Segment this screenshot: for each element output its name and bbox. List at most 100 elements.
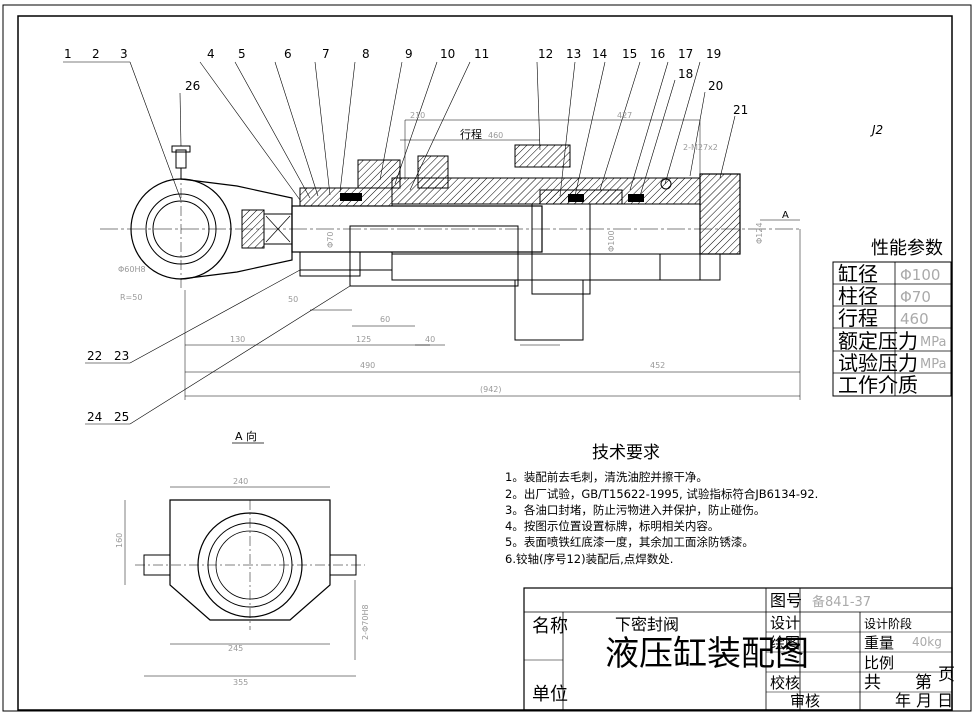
stroke-value: 460 <box>488 131 503 140</box>
dim-125: 125 <box>356 335 371 344</box>
perf-row-label: 工作介质 <box>838 373 918 397</box>
part-number: 19 <box>706 47 721 61</box>
part-number: 23 <box>114 349 129 363</box>
design-label: 设计 <box>770 614 800 632</box>
dim-942: (942) <box>480 385 502 394</box>
a-dim-245: 245 <box>228 644 243 653</box>
part-number: 18 <box>678 67 693 81</box>
part-number: 4 <box>207 47 215 61</box>
title-block: 名称 单位 下密封阀 液压缸装配图 图号 备841-37 设计 绘图 校核 审核… <box>523 587 955 711</box>
phi-mid-dim: Φ100 <box>607 230 616 252</box>
drawing-no: 备841-37 <box>812 594 871 610</box>
part-number: 14 <box>592 47 607 61</box>
tech-line: 2。出厂试验，GB/T15622-1995, 试验指标符合JB6134-92. <box>505 487 818 501</box>
perf-row-label: 柱径 <box>838 284 878 308</box>
eye-radius-dim: R=50 <box>120 293 142 302</box>
perf-row-label: 缸径 <box>838 262 878 286</box>
perf-row-value: Φ70 <box>900 288 931 306</box>
part-number: 10 <box>440 47 455 61</box>
dim-60: 60 <box>380 315 390 324</box>
leaders <box>63 61 736 425</box>
part-number: 1 <box>64 47 72 61</box>
tech-requirements: 技术要求 1。装配前去毛刺，清洗油腔并擦干净。 2。出厂试验，GB/T15622… <box>505 443 818 566</box>
performance-table: 性能参数 缸径 Φ100 柱径 Φ70 行程 460 额定压力 MPa 试验压力… <box>832 238 952 397</box>
phi-right-dim: Φ124 <box>755 222 764 244</box>
draw-label: 绘图 <box>770 634 800 652</box>
trunnion-block <box>514 144 571 168</box>
sheets-label: 共 <box>864 673 881 693</box>
part-number: 21 <box>733 103 748 117</box>
eye-hole-dim: Φ60H8 <box>118 265 146 274</box>
weight-label: 重量 <box>864 634 894 652</box>
part-number: 17 <box>678 47 693 61</box>
part-number: 25 <box>114 410 129 424</box>
tech-line: 3。各油口封堵，防止污物进入并保护，防止碰伤。 <box>505 503 765 517</box>
perf-row-label: 试验压力 <box>838 351 918 375</box>
stroke-label: 行程 <box>460 128 482 141</box>
drawing-title: 液压缸装配图 <box>605 634 809 674</box>
name-label: 名称 <box>532 616 568 637</box>
a-dim-355: 355 <box>233 678 248 687</box>
drawing-no-label: 图号 <box>770 591 802 610</box>
design-stage-label: 设计阶段 <box>864 616 912 631</box>
dimension-lines <box>184 119 801 400</box>
tech-line: 1。装配前去毛刺，清洗油腔并擦干净。 <box>505 470 708 484</box>
part-number: 24 <box>87 410 102 424</box>
perf-row-label: 额定压力 <box>838 329 918 353</box>
dimension-texts: 行程 460 210 427 2-M27x2 Φ60H8 R=50 50 130… <box>118 111 883 394</box>
dim-50: 50 <box>288 295 298 304</box>
tech-line: 5。表面喷铁红底漆一度，其余加工面涂防锈漆。 <box>505 535 754 549</box>
dim-452: 452 <box>650 361 665 370</box>
review-label: 审核 <box>790 692 820 710</box>
part-number: 9 <box>405 47 413 61</box>
part-number: 2 <box>92 47 100 61</box>
performance-title: 性能参数 <box>871 238 943 259</box>
tech-line: 4。按图示位置设置标牌，标明相关内容。 <box>505 519 719 533</box>
port-dim: 2-M27x2 <box>683 143 718 152</box>
page-label: 页 <box>938 665 955 685</box>
sheet-label: 第 <box>915 673 932 693</box>
part-number: 13 <box>566 47 581 61</box>
part-number: 16 <box>650 47 665 61</box>
part-number: 11 <box>474 47 489 61</box>
inner-frame <box>17 15 953 711</box>
date-label: 年 月 日 <box>895 691 953 710</box>
part-number: 3 <box>120 47 128 61</box>
end-cap <box>699 173 741 255</box>
perf-row-label: 行程 <box>838 306 878 330</box>
a-view: A 向 240 245 355 160 2-Φ70H8 <box>115 429 370 687</box>
unit-label: 单位 <box>532 684 568 705</box>
part-number: 15 <box>622 47 637 61</box>
part-number: 12 <box>538 47 553 61</box>
dim-130: 130 <box>230 335 245 344</box>
view-label: A 向 <box>235 429 257 443</box>
phi-left-dim: Φ70 <box>326 232 335 248</box>
dim-427: 427 <box>617 111 632 120</box>
grease-nipple <box>175 149 187 169</box>
direction-marker: A <box>782 210 789 221</box>
section-mark: J2 <box>870 123 883 137</box>
perf-row-value: MPa <box>920 335 946 350</box>
piston-rod <box>291 205 543 253</box>
dim-40: 40 <box>425 335 435 344</box>
cylinder-assembly <box>100 144 800 341</box>
tech-title: 技术要求 <box>592 443 660 463</box>
part-number: 8 <box>362 47 370 61</box>
dim-490: 490 <box>360 361 375 370</box>
part-number: 6 <box>284 47 292 61</box>
part-number: 20 <box>708 79 723 93</box>
dim-210: 210 <box>410 111 425 120</box>
part-number: 5 <box>238 47 246 61</box>
a-dim-240: 240 <box>233 477 248 486</box>
perf-row-value: Φ100 <box>900 266 940 284</box>
a-dim-160: 160 <box>115 533 124 548</box>
weight-value: 40kg <box>912 635 942 649</box>
seal-note: 下密封阀 <box>615 615 679 634</box>
tech-line: 6.铰轴(序号12)装配后,点焊数处. <box>505 552 673 566</box>
perf-row-value: MPa <box>920 357 946 372</box>
outer-frame <box>2 4 972 712</box>
perf-row-value: 460 <box>900 310 929 328</box>
part-number: 26 <box>185 79 200 93</box>
a-dim-hole: 2-Φ70H8 <box>361 604 370 640</box>
